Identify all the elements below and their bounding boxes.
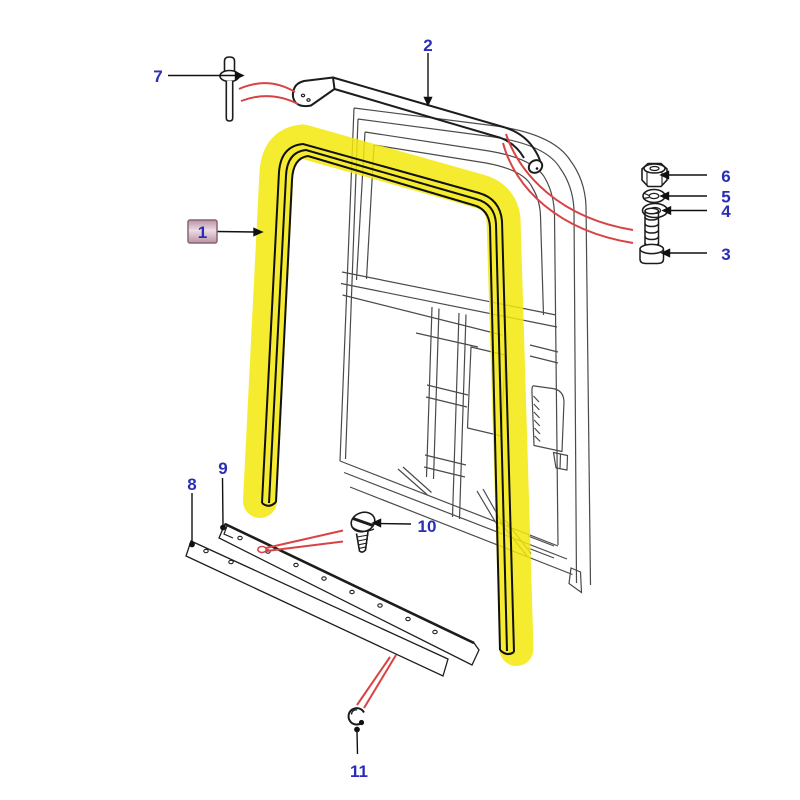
callout-7[interactable]: 7 — [153, 67, 162, 86]
spring-clip-part — [347, 707, 365, 726]
red-leader-lines — [238, 82, 634, 709]
callout-11[interactable]: 11 — [350, 762, 368, 781]
top-rail-part — [291, 76, 544, 174]
callout-5[interactable]: 5 — [721, 188, 730, 207]
red-leader-rail-b — [502, 142, 634, 244]
callout-3[interactable]: 3 — [721, 245, 730, 264]
red-leader-screw-b — [266, 540, 344, 552]
red-leader-rivet-b — [240, 95, 299, 105]
seal-highlight-marker — [243, 124, 534, 666]
red-leader-screw-a — [265, 529, 344, 549]
callout-1-selected-box[interactable] — [187, 219, 218, 244]
callout-6[interactable]: 6 — [721, 167, 730, 186]
red-leader-clip-a — [356, 656, 391, 706]
callout-8[interactable]: 8 — [187, 475, 196, 494]
red-leader-rail-a — [505, 133, 634, 231]
sill-strip-upper-part — [218, 522, 480, 666]
callout-9[interactable]: 9 — [218, 459, 227, 478]
red-leader-rivet-a — [238, 82, 296, 93]
sill-strip-lower-part — [185, 540, 449, 677]
screw-part — [350, 511, 376, 553]
callout-4[interactable]: 4 — [721, 202, 731, 221]
spring-washer-part — [642, 188, 666, 204]
red-leader-clip-b — [363, 654, 397, 709]
callout-1[interactable]: 1 — [198, 223, 207, 242]
bolt-part — [639, 207, 665, 265]
callout-2[interactable]: 2 — [423, 36, 432, 55]
callout-leader-lines — [168, 53, 707, 755]
rivet-pin-part — [219, 56, 240, 122]
door-seal-part — [261, 142, 515, 656]
red-hole-marker — [257, 545, 267, 554]
callout-labels: 1 2 3 4 5 6 7 8 9 10 11 — [153, 36, 731, 781]
callout-10[interactable]: 10 — [418, 517, 437, 536]
